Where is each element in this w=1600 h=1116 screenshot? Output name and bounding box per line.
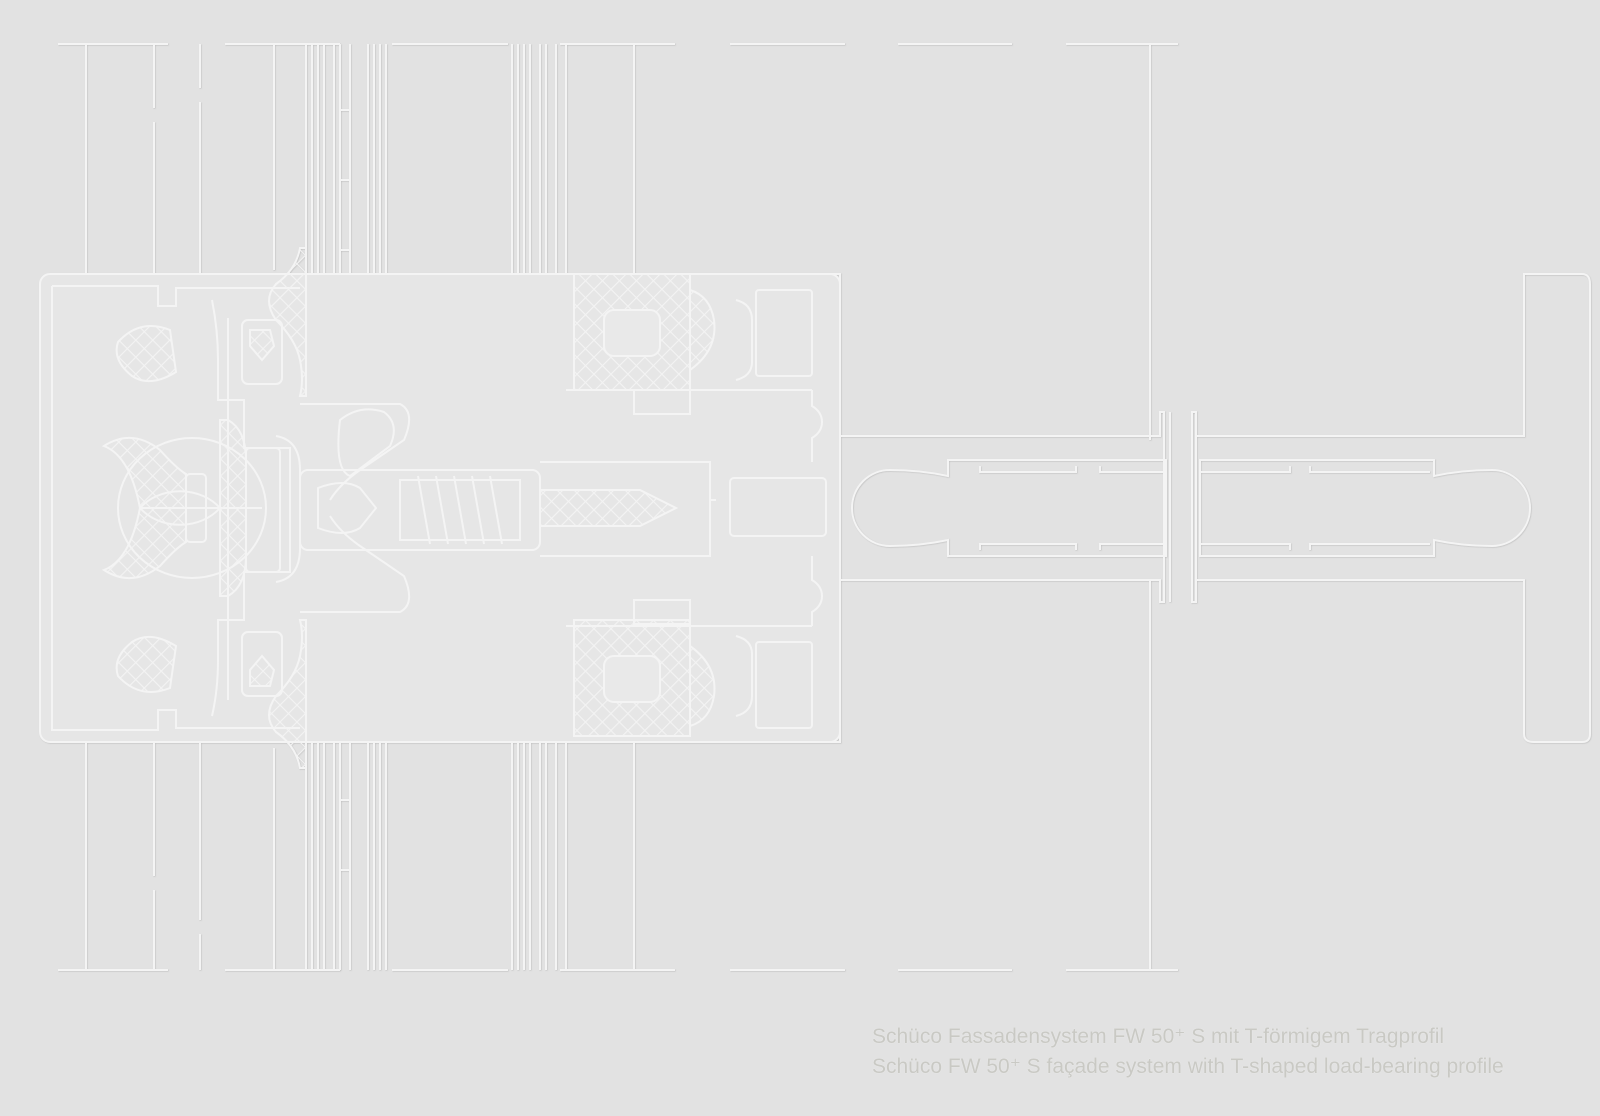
- inner-gaskets: [573, 273, 716, 737]
- screw-block: [729, 477, 827, 537]
- t-profile: [811, 272, 1591, 743]
- clip-gaskets: [241, 319, 283, 697]
- figure-caption: Schüco Fassadensystem FW 50⁺ S mit T-för…: [872, 1022, 1504, 1082]
- isolator-and-screw: [299, 403, 716, 613]
- pressure-plate: [117, 299, 301, 717]
- caption-german: Schüco Fassadensystem FW 50⁺ S mit T-för…: [872, 1025, 1445, 1048]
- caption-english: Schüco FW 50⁺ S façade system with T-sha…: [872, 1055, 1504, 1078]
- outer-gaskets: [101, 247, 307, 769]
